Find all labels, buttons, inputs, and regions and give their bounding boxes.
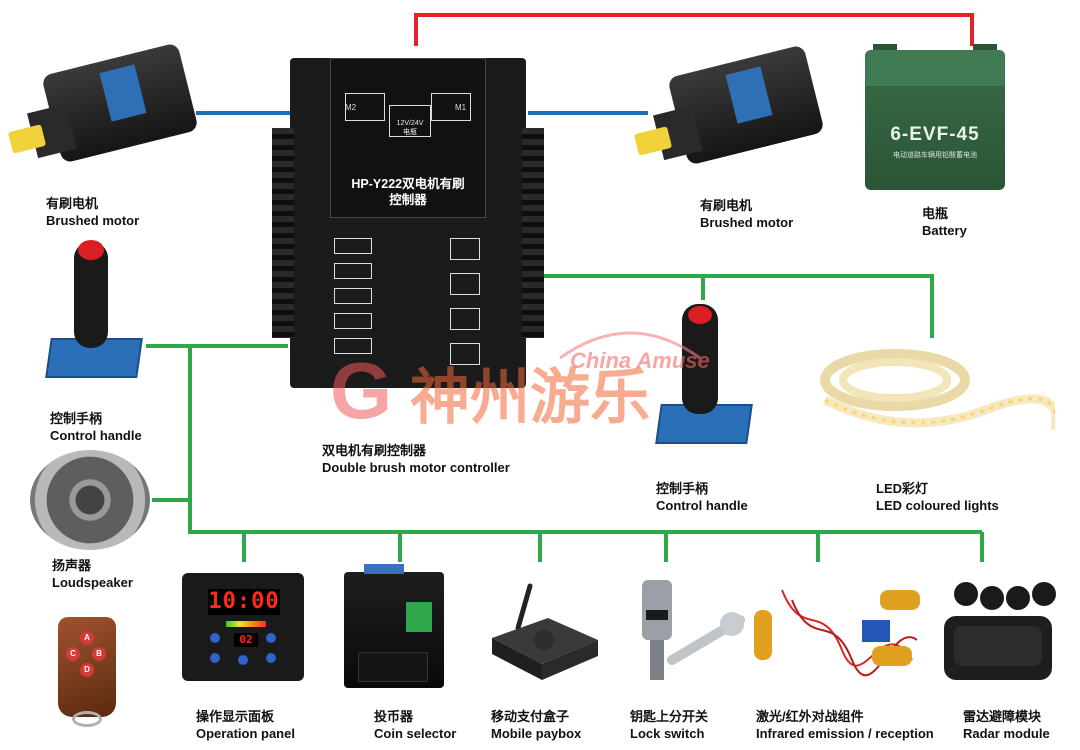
handle-mid-en: Control handle: [656, 498, 748, 513]
motor-left-label: 有刷电机 Brushed motor: [46, 195, 139, 229]
coin-selector-image: [344, 564, 444, 688]
motor-left-cn: 有刷电机: [46, 196, 99, 211]
battery-cn: 电瓶: [922, 206, 949, 221]
handle-mid-cn: 控制手柄: [656, 481, 709, 496]
mobile-paybox-image: [492, 583, 598, 680]
handle-left-en: Control handle: [50, 428, 142, 443]
motor-right-label: 有刷电机 Brushed motor: [700, 197, 793, 231]
infrared-module-image: [754, 589, 920, 677]
speaker-en: Loudspeaker: [52, 575, 133, 590]
speaker-label: 扬声器 Loudspeaker: [52, 557, 133, 591]
controller-label: 双电机有刷控制器 Double brush motor controller: [322, 442, 510, 476]
controller-caption-en: Double brush motor controller: [322, 460, 510, 475]
radar-label: 雷达避障模块 Radar module: [963, 708, 1050, 742]
motor-controller: M2 M1 12V/24V 电瓶 HP-Y222双电机有刷 控制器: [272, 58, 544, 388]
coin-en: Coin selector: [374, 726, 457, 741]
handle-mid-label: 控制手柄 Control handle: [656, 480, 748, 514]
brushed-motor-left: [7, 42, 199, 164]
peripheral-bus-wire: [188, 346, 982, 534]
remote-control-image: A C B D: [58, 617, 116, 727]
paybox-cn: 移动支付盒子: [491, 709, 570, 724]
motor-left-en: Brushed motor: [46, 213, 140, 228]
operation-panel-image: 10:00 02: [182, 573, 304, 681]
panel-label: 操作显示面板 Operation panel: [196, 708, 295, 742]
handle-left-cn: 控制手柄: [50, 411, 103, 426]
controller-title: HP-Y222双电机有刷 控制器: [351, 177, 465, 207]
lock-cn: 钥匙上分开关: [630, 709, 709, 724]
led-cn: LED彩灯: [876, 481, 929, 496]
control-handle-left: [40, 238, 150, 388]
led-label: LED彩灯 LED coloured lights: [876, 480, 999, 514]
panel-small-display: 02: [234, 633, 258, 647]
battery-label: 电瓶 Battery: [922, 205, 967, 239]
power-label: 12V/24V 电瓶: [396, 120, 424, 136]
coin-label: 投币器 Coin selector: [374, 708, 456, 742]
handle-left-label: 控制手柄 Control handle: [50, 410, 142, 444]
panel-display: 10:00: [208, 589, 280, 615]
ir-cn: 激光/红外对战组件: [756, 709, 864, 724]
motor-right-en: Brushed motor: [700, 215, 794, 230]
paybox-en: Mobile paybox: [491, 726, 582, 741]
lock-label: 钥匙上分开关 Lock switch: [630, 708, 708, 742]
control-handle-mid: [652, 300, 762, 470]
radar-en: Radar module: [963, 726, 1050, 741]
panel-en: Operation panel: [196, 726, 295, 741]
led-strip-image: [820, 349, 1055, 430]
motor-right-cn: 有刷电机: [700, 198, 753, 213]
panel-cn: 操作显示面板: [196, 709, 275, 724]
battery-power-wire: [414, 13, 974, 46]
ir-label: 激光/红外对战组件 Infrared emission / reception: [756, 708, 934, 742]
ir-en: Infrared emission / reception: [756, 726, 934, 741]
loudspeaker-image: [30, 450, 150, 550]
coin-cn: 投币器: [374, 709, 414, 724]
radar-cn: 雷达避障模块: [963, 709, 1042, 724]
brushed-motor-right: [633, 44, 825, 166]
controller-caption-cn: 双电机有刷控制器: [322, 443, 427, 458]
paybox-label: 移动支付盒子 Mobile paybox: [491, 708, 581, 742]
m1-label: M1: [455, 103, 467, 112]
lock-en: Lock switch: [630, 726, 705, 741]
battery-print-sub: 电动道路车辆用铅酸蓄电池: [893, 152, 977, 159]
battery-print: 6-EVF-45: [890, 124, 980, 145]
led-en: LED coloured lights: [876, 498, 999, 513]
speaker-cn: 扬声器: [52, 558, 92, 573]
lock-switch-image: [642, 580, 745, 680]
battery-en: Battery: [922, 223, 967, 238]
radar-module-image: [944, 582, 1056, 680]
m2-label: M2: [345, 103, 357, 112]
battery-image: 6-EVF-45 电动道路车辆用铅酸蓄电池: [865, 44, 1005, 190]
led-wire: [538, 274, 934, 338]
